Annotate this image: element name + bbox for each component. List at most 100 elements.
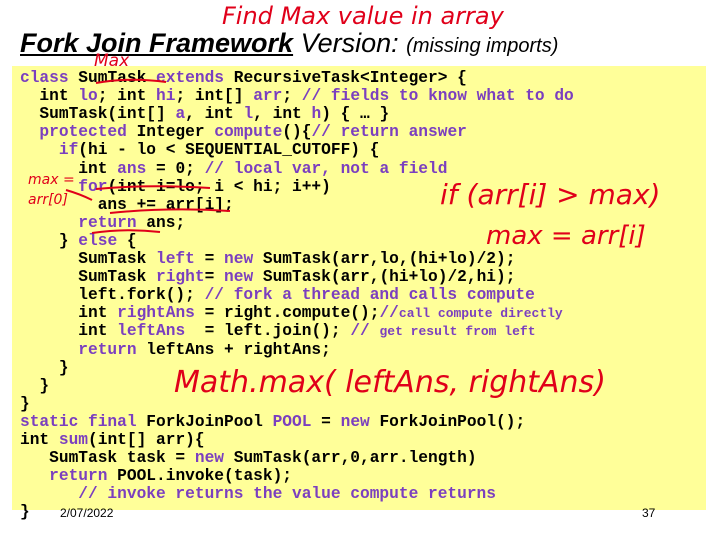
code-line: }: [20, 359, 69, 377]
code-token: compute: [214, 123, 283, 142]
code-token: ) { … }: [321, 105, 390, 124]
code-token: new: [340, 412, 380, 431]
code-token: return: [20, 213, 147, 232]
code-token: int: [20, 304, 118, 323]
code-token: right: [156, 268, 205, 287]
code-token: {: [126, 231, 137, 250]
code-token: = left.join();: [204, 322, 351, 341]
code-token: leftAns + rightAns;: [146, 340, 331, 359]
code-token: int: [20, 431, 59, 449]
code-token: if: [20, 141, 79, 160]
code-token: }: [20, 503, 30, 522]
code-token: new: [194, 449, 234, 468]
code-line: return ans;: [20, 214, 185, 232]
code-line: int ans = 0; // local var, not a field: [20, 160, 447, 178]
code-token: Integer: [136, 123, 215, 142]
code-line: }: [20, 503, 30, 521]
title-subtitle: (missing imports): [406, 35, 559, 57]
code-token: // local var, not a field: [204, 159, 448, 178]
code-line: SumTask right= new SumTask(arr,(hi+lo)/2…: [20, 268, 515, 286]
code-token: // invoke returns the value compute retu…: [20, 485, 496, 504]
handwriting-max-assign: max = arr[i]: [486, 221, 646, 251]
code-line: int rightAns = right.compute();//call co…: [20, 304, 563, 323]
code-token: new: [224, 250, 263, 268]
code-token: a: [175, 105, 186, 124]
code-token: , int: [185, 105, 244, 124]
code-token: arr: [253, 87, 283, 106]
code-token: POOL.invoke(task);: [117, 467, 293, 486]
title-version: Version:: [293, 28, 399, 58]
code-line: return POOL.invoke(task);: [20, 467, 292, 485]
code-line: protected Integer compute(){// return an…: [20, 123, 467, 142]
code-token: ; int[]: [175, 87, 254, 106]
code-token: int: [20, 322, 118, 341]
code-line: int leftAns = left.join(); // get result…: [20, 322, 535, 341]
code-token: ;: [282, 87, 302, 106]
code-token: SumTask(arr,lo,(hi+lo)/2);: [262, 250, 516, 268]
code-token: = 0;: [156, 159, 205, 178]
code-token: rightAns: [117, 304, 205, 323]
code-token: SumTask(arr,0,arr.length): [233, 449, 477, 468]
code-token: //: [350, 322, 380, 341]
code-token: l: [243, 105, 254, 124]
code-token: =: [321, 412, 341, 431]
handwriting-above-sumtask: Max: [94, 51, 130, 71]
code-token: SumTask(arr,(hi+lo)/2,hi);: [262, 268, 516, 287]
code-token: SumTask(int[]: [20, 105, 176, 124]
code-token: // fields to know what to do: [301, 87, 574, 106]
code-token: // return answer: [311, 123, 467, 142]
code-line: SumTask(int[] a, int l, int h) { … }: [20, 105, 389, 123]
code-token: //: [379, 304, 399, 323]
code-line: }: [20, 377, 49, 395]
code-token: }: [20, 358, 69, 377]
code-token: , int: [253, 105, 312, 124]
code-token: class: [20, 69, 79, 87]
code-line: } else {: [20, 232, 137, 250]
code-token: int: [20, 159, 118, 178]
code-token: else: [78, 231, 127, 250]
code-token: return: [20, 340, 147, 359]
code-line: return leftAns + rightAns;: [20, 341, 331, 359]
code-token: static final: [20, 412, 147, 431]
code-line: SumTask left = new SumTask(arr,lo,(hi+lo…: [20, 250, 515, 268]
code-token: RecursiveTask<Integer> {: [233, 69, 467, 87]
code-token: call compute directly: [398, 306, 563, 322]
code-token: =: [204, 268, 225, 287]
code-token: (){: [282, 123, 312, 142]
code-token: SumTask: [20, 250, 156, 268]
code-line: left.fork(); // fork a thread and calls …: [20, 286, 535, 304]
slide-page-number: 37: [642, 506, 656, 520]
code-token: = right.compute();: [204, 304, 380, 323]
code-token: SumTask: [20, 268, 156, 287]
code-token: ForkJoinPool: [146, 412, 273, 431]
code-token: SumTask task =: [20, 449, 195, 468]
code-token: ans;: [146, 213, 186, 232]
code-token: extends: [156, 69, 234, 87]
code-line: SumTask task = new SumTask(arr,0,arr.len…: [20, 449, 477, 468]
code-line: if(hi - lo < SEQUENTIAL_CUTOFF) {: [20, 141, 380, 160]
title-bold: Fork Join Framework: [20, 28, 294, 58]
code-token: left.fork();: [20, 286, 205, 305]
code-token: sum: [58, 431, 89, 449]
code-token: new: [224, 268, 263, 287]
code-token: left: [156, 250, 205, 268]
code-token: ans: [117, 159, 157, 178]
code-token: }: [20, 376, 50, 395]
slide-date: 2/07/2022: [60, 506, 114, 520]
handwriting-if-note: if (arr[i] > max): [440, 178, 660, 211]
code-line: }: [20, 395, 30, 413]
code-line: class SumTask extends RecursiveTask<Inte…: [20, 69, 467, 87]
code-token: POOL: [272, 412, 322, 431]
slide-title: Fork Join Framework Version: (missing im…: [20, 28, 558, 59]
code-token: }: [20, 231, 79, 250]
handwriting-margin-1: max =: [28, 172, 75, 188]
code-token: for: [20, 177, 108, 196]
code-token: =: [204, 250, 225, 268]
handwriting-underlines: [65, 78, 231, 234]
code-token: int: [20, 87, 79, 106]
code-token: (hi - lo < SEQUENTIAL_CUTOFF) {: [78, 141, 380, 160]
code-token: hi: [156, 87, 176, 106]
code-token: }: [20, 394, 30, 413]
code-token: leftAns: [117, 322, 205, 341]
